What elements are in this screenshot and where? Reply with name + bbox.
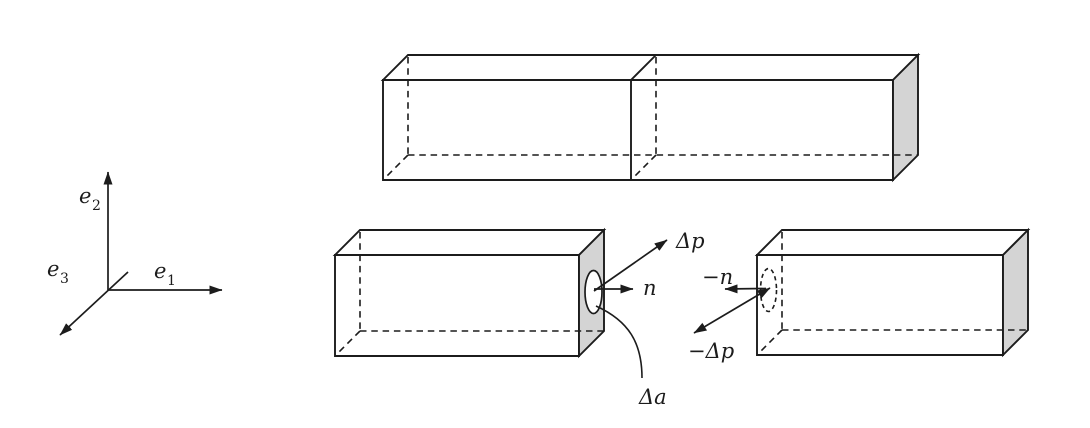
axis-e2-subscript: 2 bbox=[92, 198, 101, 214]
coordinate-axes: e 2 e 3 e 1 bbox=[47, 171, 223, 336]
label-delta-a: Δa bbox=[638, 385, 667, 409]
label-minus-n: −n bbox=[702, 265, 733, 289]
label-n: n bbox=[643, 276, 657, 300]
right-bar-side-face bbox=[1002, 227, 1029, 358]
uncut-bar-front-face bbox=[382, 79, 894, 181]
axis-e3-label: e bbox=[47, 257, 59, 281]
area-leader-curve bbox=[595, 305, 643, 379]
left-bar-front-face bbox=[334, 254, 580, 357]
uncut-bar-top-face bbox=[380, 54, 921, 81]
left-bar-hidden-edge-bottom-left bbox=[335, 330, 361, 356]
axis-e3-arrow bbox=[59, 271, 129, 336]
uncut-bar-hidden-edge-bottom-left bbox=[383, 154, 409, 180]
right-bar-hidden-edge-bottom-left bbox=[757, 329, 783, 355]
left-bar-segment: Δp n Δa bbox=[332, 227, 705, 409]
right-bar-front-face bbox=[756, 254, 1004, 356]
cut-line-top bbox=[630, 54, 657, 81]
cut-line-hidden-bottom bbox=[631, 154, 657, 180]
label-delta-p: Δp bbox=[675, 229, 705, 253]
right-bar-top-face bbox=[754, 229, 1031, 256]
label-minus-delta-p: −Δp bbox=[688, 339, 734, 363]
negative-traction-vector-arrow bbox=[693, 287, 771, 334]
axis-e3-subscript: 3 bbox=[60, 271, 69, 287]
area-ellipse bbox=[584, 269, 603, 315]
axis-e1-subscript: 1 bbox=[167, 273, 176, 289]
left-bar-top-face bbox=[332, 229, 607, 256]
axis-e2-label: e bbox=[79, 184, 91, 208]
axis-e1-label: e bbox=[154, 259, 166, 283]
traction-vector-arrow bbox=[593, 239, 668, 292]
uncut-bar bbox=[380, 52, 921, 183]
right-bar-segment: −n −Δp bbox=[688, 227, 1031, 363]
